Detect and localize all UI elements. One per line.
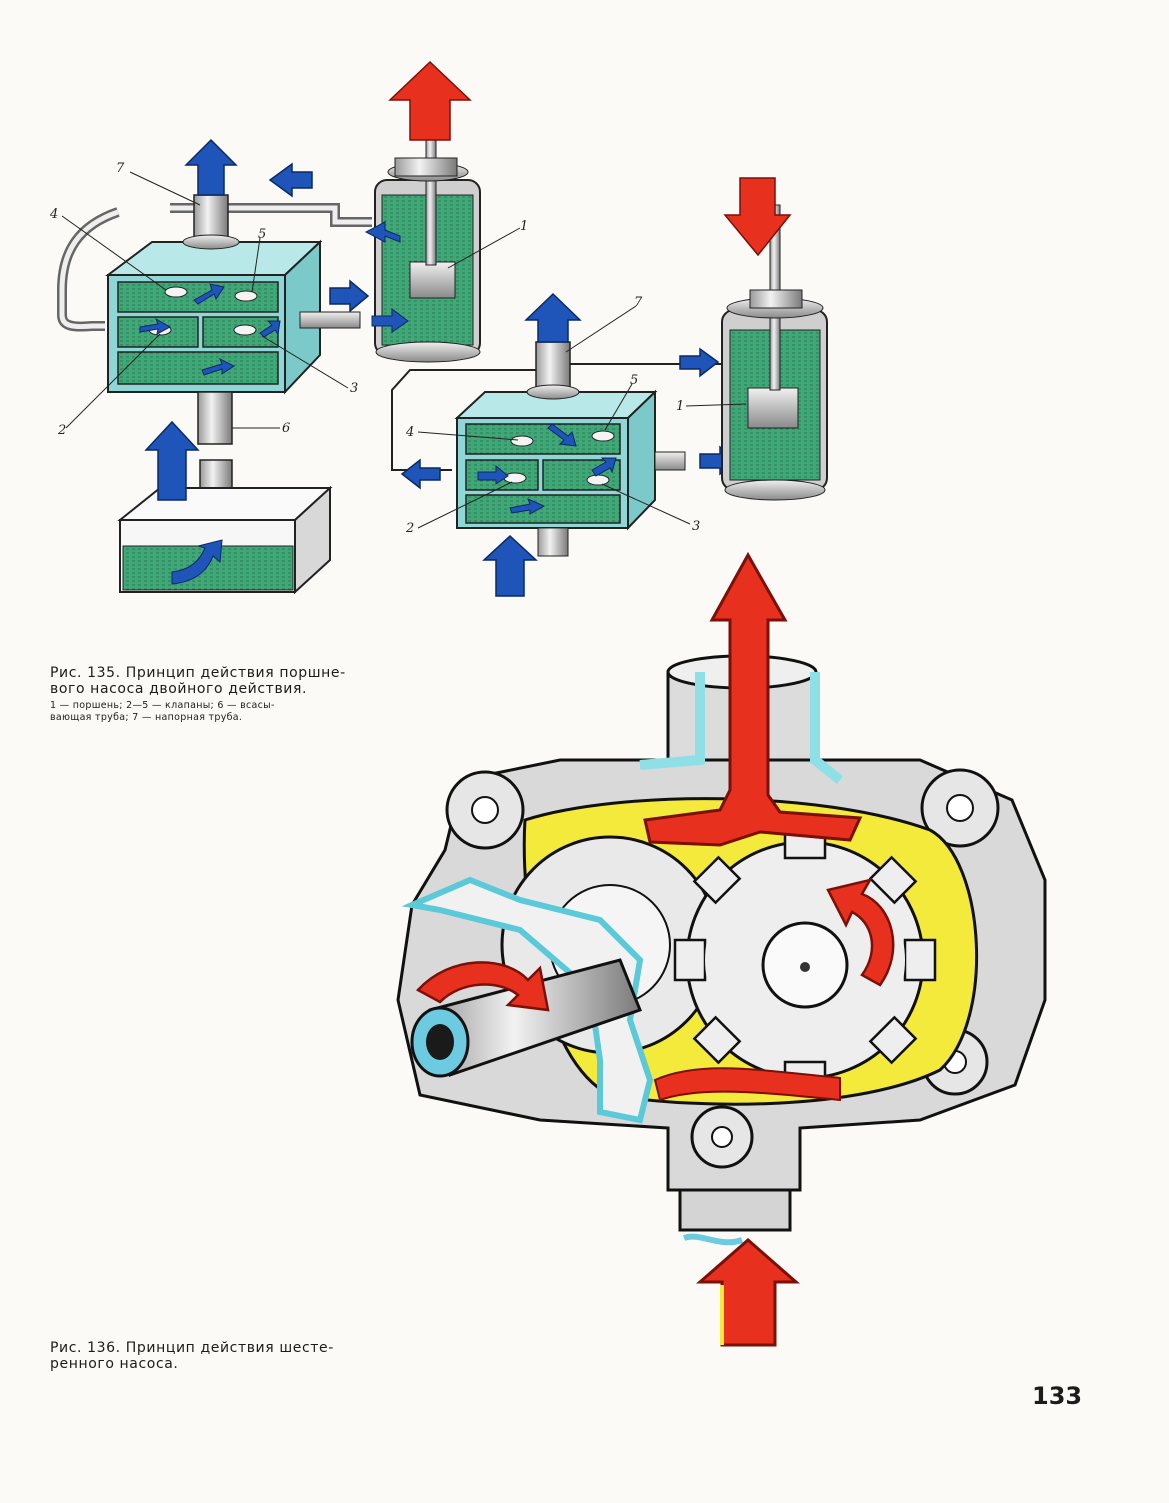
label-1: 1	[520, 219, 528, 234]
red-pressure-arrow	[826, 878, 895, 987]
blue-flow-arrow	[477, 464, 509, 485]
blue-flow-arrow	[400, 458, 441, 490]
blue-flow-arrow	[184, 138, 238, 196]
blue-flow-arrow	[524, 292, 582, 343]
red-pressure-arrow	[723, 177, 792, 257]
drive-shaft	[410, 958, 642, 1078]
blue-flow-arrow	[591, 457, 617, 477]
blue-flow-arrow	[139, 317, 172, 335]
figure-136-title-line-2: ренного насоса.	[50, 1356, 179, 1372]
gear-icon	[673, 826, 937, 1094]
blue-flow-arrow	[259, 320, 281, 338]
blue-flow-arrow	[482, 534, 538, 597]
figure-136-caption: Рис. 136. Принцип действия шесте- ренног…	[50, 1340, 395, 1372]
right-pump-assembly: 7 5 4 1 2 3	[391, 177, 828, 597]
page-number: 133	[1032, 1382, 1083, 1410]
figure-135-title-line-2: вого насоса двойного действия.	[50, 681, 308, 697]
red-pressure-arrow	[696, 1238, 800, 1347]
label-7: 7	[116, 161, 125, 176]
left-pump-assembly: 7 4 5 1 3 2 6	[49, 60, 528, 595]
figure-135-title-line-1: Рис. 135. Принцип действия поршне-	[50, 665, 346, 681]
red-pressure-arrow	[643, 551, 863, 847]
blue-flow-arrow	[171, 539, 223, 585]
blue-flow-arrow	[364, 221, 401, 243]
figure-136-title-line-1: Рис. 136. Принцип действия шесте-	[50, 1340, 334, 1356]
left-pump-labels	[61, 171, 521, 429]
blue-flow-arrow	[144, 420, 200, 501]
label-4: 4	[49, 207, 58, 222]
label-5: 5	[630, 373, 638, 388]
blue-flow-arrow	[329, 279, 370, 313]
figure-135-legend-line-1: 1 — поршень; 2—5 — клапаны; 6 — всасы-	[50, 700, 275, 711]
figure-135-legend-line-2: вающая труба; 7 — напорная труба.	[50, 712, 243, 723]
red-pressure-arrow	[416, 961, 550, 1012]
label-3: 3	[692, 519, 700, 534]
blue-flow-arrow	[679, 347, 720, 378]
blue-flow-arrow	[547, 423, 577, 447]
blue-flow-arrow	[268, 162, 313, 198]
label-2: 2	[405, 521, 414, 536]
blue-flow-arrow	[509, 498, 546, 515]
valve-chamber-bottom	[117, 351, 279, 385]
blue-flow-arrow	[201, 357, 235, 376]
label-7: 7	[634, 295, 643, 310]
red-pressure-arrow	[388, 60, 472, 141]
figure-135-caption: Рис. 135. Принцип действия поршне- вого …	[50, 665, 395, 724]
label-3: 3	[350, 381, 358, 396]
figure-136-gear-pump	[396, 551, 1047, 1347]
label-1: 1	[676, 399, 684, 414]
label-4: 4	[405, 425, 414, 440]
blue-flow-arrow	[193, 283, 225, 305]
blue-flow-arrow	[371, 308, 409, 333]
label-5: 5	[258, 227, 266, 242]
label-2: 2	[57, 423, 66, 438]
label-6: 6	[282, 421, 290, 436]
